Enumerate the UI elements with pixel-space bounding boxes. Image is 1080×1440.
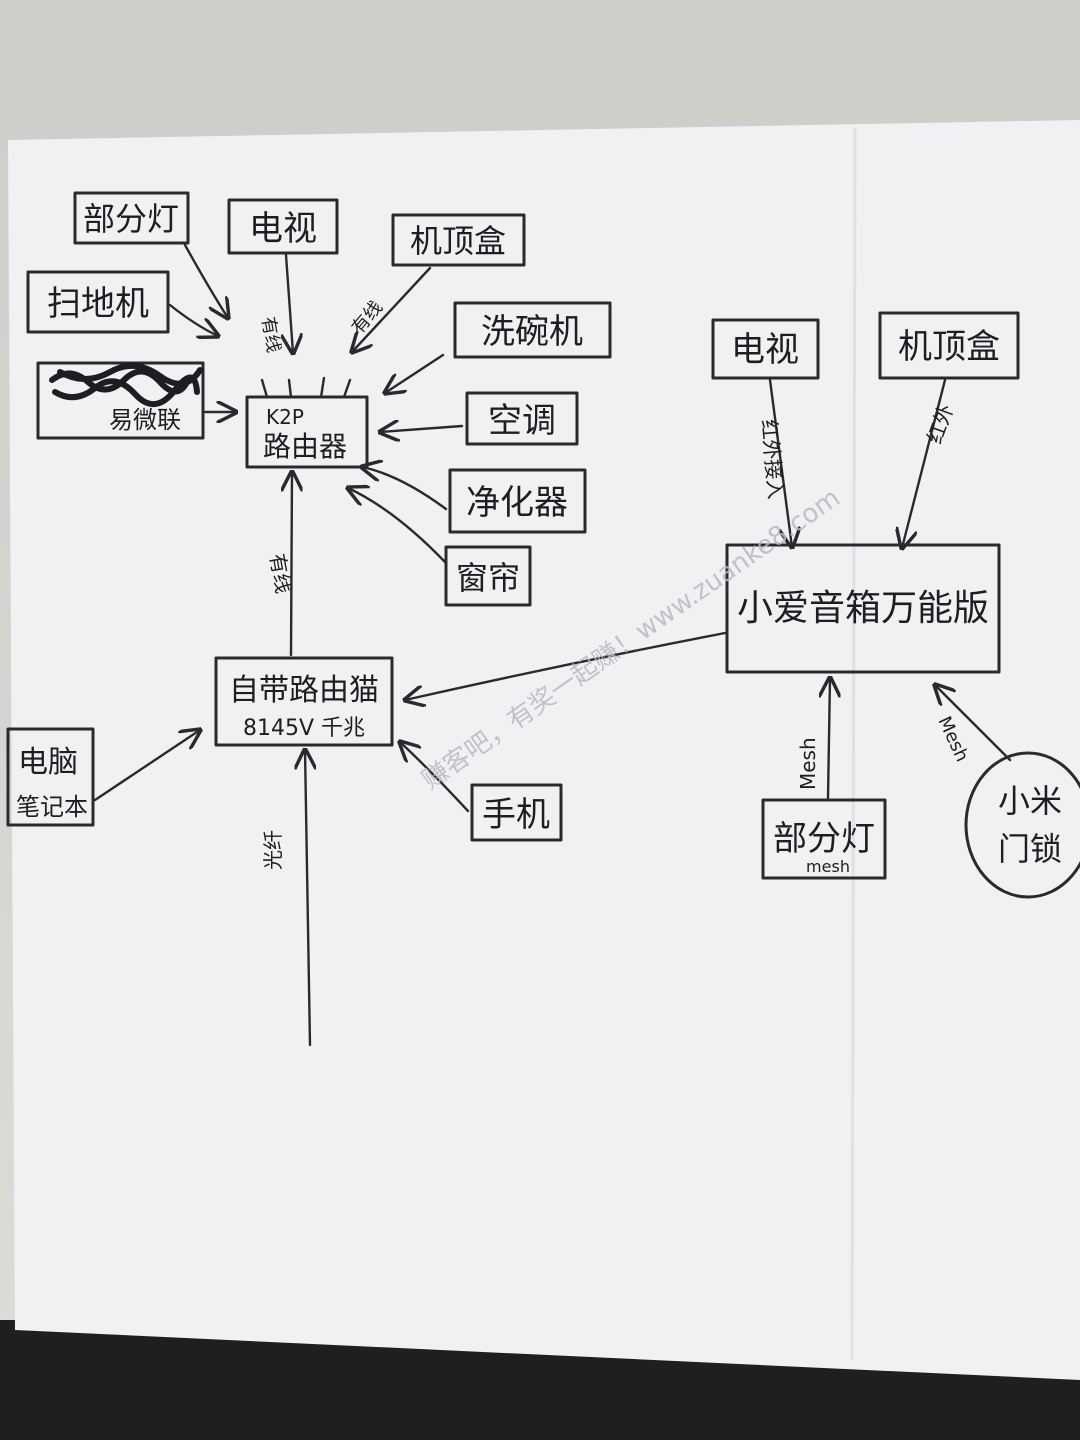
node-settop-left: 机顶盒 xyxy=(391,213,526,267)
edge-bedroom-light-router xyxy=(183,243,228,318)
light-right-sub: mesh xyxy=(806,857,850,876)
node-tv-right: 电视 xyxy=(711,318,820,380)
node-tv-left: 电视 xyxy=(227,198,339,255)
router-model: K2P xyxy=(266,405,304,429)
node-bedroom-light: 部分灯 xyxy=(73,191,190,245)
edge-ac-router xyxy=(380,426,464,432)
router-label: 路由器 xyxy=(263,430,347,463)
tv-right-label: 电视 xyxy=(731,330,799,370)
tv-left-label: 电视 xyxy=(249,209,317,249)
edge-curtain-router xyxy=(348,488,447,564)
modem-label: 自带路由猫 xyxy=(229,673,379,708)
edge-tv-speaker xyxy=(768,378,792,547)
curtain-label: 窗帘 xyxy=(456,559,520,597)
phone-label: 手机 xyxy=(482,795,550,835)
node-router-k2p: K2P 路由器 xyxy=(245,376,369,469)
edge-settop-speaker xyxy=(902,378,947,548)
edge-lock-speaker xyxy=(935,685,1012,762)
edge-dishwasher-router xyxy=(385,353,445,393)
left-connections xyxy=(93,243,727,1047)
edge-light-speaker xyxy=(828,678,830,800)
node-door-lock: 小米 门锁 xyxy=(964,751,1080,899)
edge-pc-modem xyxy=(93,730,200,802)
edge-modem-router xyxy=(291,472,292,657)
edge-label-fiber: 光纤 xyxy=(261,830,285,870)
speaker-label: 小爱音箱万能版 xyxy=(737,588,989,629)
paper-sheet xyxy=(8,120,1080,1380)
laptop-label: 笔记本 xyxy=(16,793,88,821)
edge-tv-router xyxy=(286,253,293,353)
node-curtain: 窗帘 xyxy=(444,545,532,607)
node-robot-vacuum: 扫地机 xyxy=(26,270,170,334)
robot-vacuum-label: 扫地机 xyxy=(47,284,149,324)
purifier-label: 净化器 xyxy=(466,483,568,523)
scribbled-out-text xyxy=(49,363,203,407)
light-right-label: 部分灯 xyxy=(773,819,875,859)
node-light-right: 部分灯 mesh xyxy=(761,798,887,880)
yiweilian-label: 易微联 xyxy=(109,406,181,434)
pc-label: 电脑 xyxy=(18,745,78,780)
node-pc: 电脑 笔记本 xyxy=(6,727,95,827)
node-purifier: 净化器 xyxy=(448,468,587,534)
edge-label-mesh-light: Mesh xyxy=(796,737,820,790)
ac-label: 空调 xyxy=(488,401,556,441)
settop-right-label: 机顶盒 xyxy=(898,327,1000,367)
edge-vacuum-router xyxy=(168,303,218,336)
edge-phone-modem xyxy=(400,742,470,813)
settop-left-label: 机顶盒 xyxy=(410,222,506,260)
node-yiweilian: 易微联 xyxy=(36,361,205,440)
right-connections xyxy=(768,378,1012,800)
door-lock-line2: 门锁 xyxy=(998,830,1062,868)
door-lock-line1: 小米 xyxy=(998,782,1062,820)
node-speaker: 小爱音箱万能版 xyxy=(725,543,1001,674)
modem-model: 8145V 千兆 xyxy=(243,716,365,741)
node-ac: 空调 xyxy=(465,391,579,446)
bedroom-light-label: 部分灯 xyxy=(83,200,179,238)
edge-settop-router xyxy=(352,266,432,352)
dishwasher-label: 洗碗机 xyxy=(481,312,583,352)
edge-fiber-modem xyxy=(305,750,310,1047)
node-dishwasher: 洗碗机 xyxy=(453,301,612,359)
node-modem: 自带路由猫 8145V 千兆 xyxy=(214,656,394,747)
paper-fold xyxy=(850,127,857,1361)
node-settop-right: 机顶盒 xyxy=(878,311,1020,380)
node-phone: 手机 xyxy=(470,783,563,842)
edge-speaker-modem xyxy=(405,631,727,700)
edge-purifier-router xyxy=(362,467,448,511)
